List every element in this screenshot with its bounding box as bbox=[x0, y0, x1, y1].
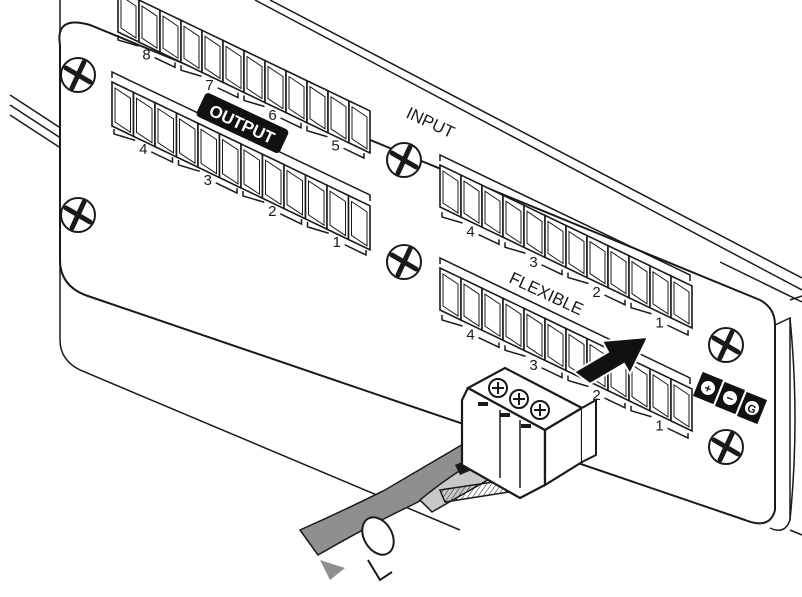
group-number: 1 bbox=[655, 314, 663, 331]
output-upper-numbers: 8 7 6 5 bbox=[117, 35, 365, 160]
phillips-screw-icon bbox=[386, 142, 422, 178]
group-number: 3 bbox=[529, 357, 537, 374]
euroblock-plug-icon bbox=[460, 366, 597, 500]
ground-symbol: G bbox=[745, 402, 757, 416]
phillips-screw-icon bbox=[386, 244, 422, 280]
phillips-screw-icon bbox=[708, 429, 744, 465]
group-number: 2 bbox=[268, 203, 276, 220]
group-number: 3 bbox=[529, 254, 537, 271]
phillips-screw-icon bbox=[60, 197, 96, 233]
group-number: 4 bbox=[466, 224, 474, 241]
terminal-blocks: 8 7 6 5 4 3 2 1 4 3 2 1 4 3 2 1 bbox=[111, 0, 693, 440]
output-lower-numbers: 4 3 2 1 bbox=[113, 129, 367, 257]
chassis-right-edge bbox=[789, 295, 802, 536]
flexible-numbers: 4 3 2 1 bbox=[441, 315, 689, 440]
group-number: 3 bbox=[204, 172, 212, 189]
input-row bbox=[439, 163, 693, 330]
phillips-screw-icon bbox=[708, 327, 744, 363]
group-number: 8 bbox=[142, 47, 150, 64]
group-number: 4 bbox=[466, 327, 474, 344]
minus-symbol: − bbox=[724, 391, 736, 407]
group-number: 5 bbox=[331, 137, 339, 154]
group-number: 1 bbox=[655, 417, 663, 434]
output-upper-row bbox=[117, 0, 371, 155]
terminal-pin bbox=[347, 194, 371, 252]
output-lower-row bbox=[111, 80, 371, 252]
group-number: 6 bbox=[268, 107, 276, 124]
phillips-screw-icon bbox=[60, 57, 96, 93]
group-number: 7 bbox=[205, 77, 213, 94]
plus-symbol: + bbox=[702, 381, 714, 397]
insertion-arrow-icon bbox=[572, 335, 650, 386]
group-number: 2 bbox=[592, 284, 600, 301]
input-label: INPUT bbox=[403, 103, 457, 142]
group-number: 1 bbox=[333, 234, 341, 251]
group-number: 4 bbox=[139, 141, 147, 158]
group-number: 2 bbox=[592, 387, 600, 404]
power-terminal-labels: + − G bbox=[692, 371, 768, 425]
input-numbers: 4 3 2 1 bbox=[441, 212, 689, 337]
